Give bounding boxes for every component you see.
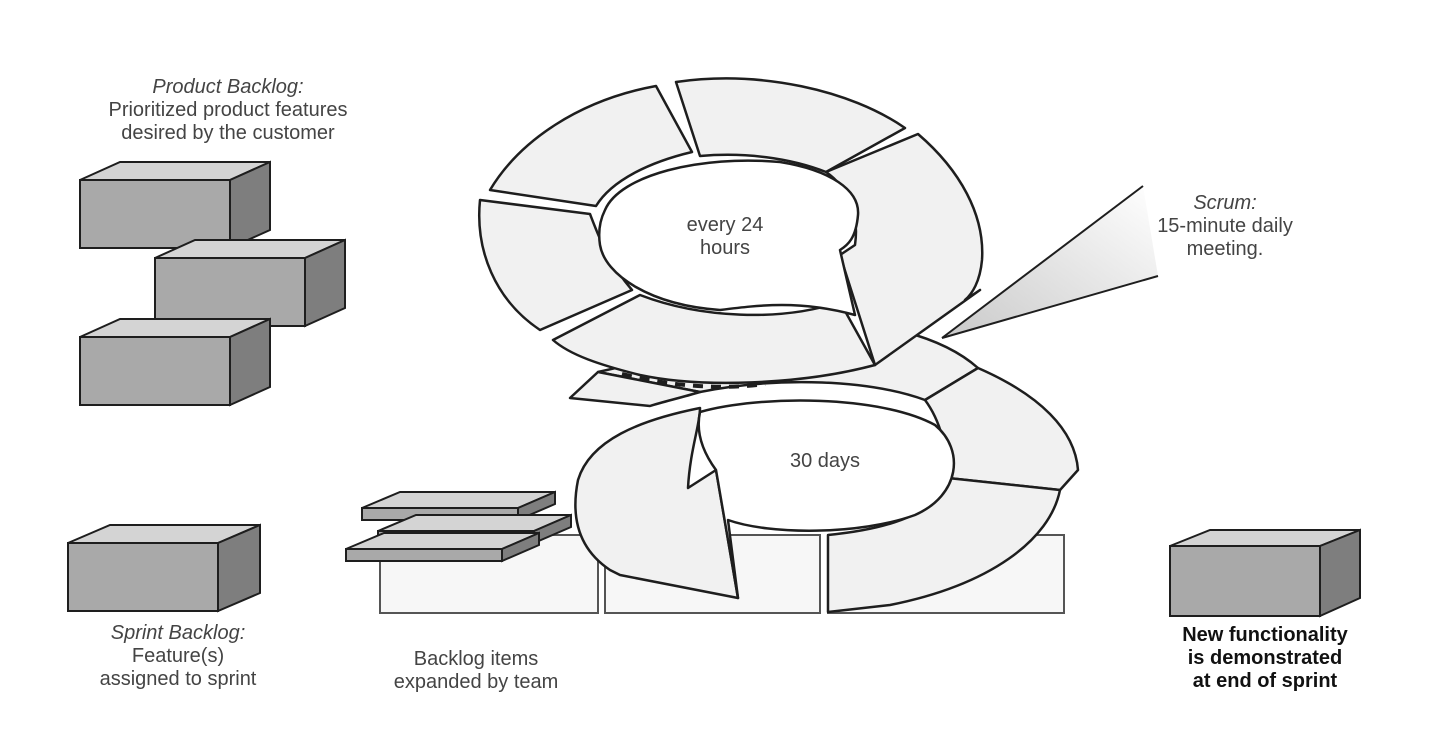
new-functionality-box	[1169, 528, 1361, 618]
product-backlog-box-2	[154, 238, 346, 328]
sprint-backlog-line-1: Feature(s)	[131, 645, 225, 667]
daily-cycle-segment-1	[488, 84, 694, 208]
backlog-item-slab-3	[345, 531, 540, 563]
daily-cycle-segment-5	[551, 293, 877, 385]
new-functionality-line-3: at end of sprint	[1192, 670, 1338, 692]
sprint-cycle-arrow	[574, 406, 740, 600]
sprint-cycle-segment-4	[568, 370, 702, 408]
sprint-cycle-label: 30 days	[760, 450, 890, 473]
scrum-line-2: meeting.	[1186, 238, 1264, 260]
sprint-cycle-center	[697, 399, 956, 600]
daily-cycle-label: every 24 hours	[650, 214, 800, 260]
scrum-callout-pointer	[941, 185, 1159, 339]
product-backlog-line-2: desired by the customer	[121, 122, 335, 144]
daily-cycle-ring	[478, 77, 984, 385]
scrum-title: Scrum:	[1193, 192, 1257, 214]
backlog-items-line-1: Backlog items	[413, 648, 539, 670]
backlog-items-line-2: expanded by team	[393, 671, 559, 693]
product-backlog-box-1	[79, 160, 271, 250]
daily-cycle-line-1: every 24	[686, 214, 764, 236]
new-functionality-line-1: New functionality	[1182, 624, 1348, 646]
product-backlog-label: Product Backlog: Prioritized product fea…	[70, 76, 386, 145]
sprint-backlog-label: Sprint Backlog: Feature(s) assigned to s…	[58, 622, 298, 691]
new-functionality-label: New functionality is demonstrated at end…	[1140, 624, 1390, 693]
daily-cycle-line-2: hours	[699, 237, 751, 259]
scrum-line-1: 15-minute daily	[1157, 215, 1293, 237]
sprint-backlog-line-2: assigned to sprint	[99, 668, 257, 690]
product-backlog-box-3	[79, 317, 271, 407]
new-functionality-line-2: is demonstrated	[1187, 647, 1343, 669]
product-backlog-line-1: Prioritized product features	[108, 99, 348, 121]
cycle-dashed-connector	[621, 372, 766, 389]
sprint-backlog-title: Sprint Backlog:	[110, 622, 246, 644]
backlog-items-label: Backlog items expanded by team	[366, 648, 586, 694]
sprint-cycle-text: 30 days	[789, 450, 861, 472]
daily-cycle-center	[597, 159, 860, 317]
daily-cycle-segment-2	[674, 77, 907, 174]
product-backlog-title: Product Backlog:	[152, 76, 304, 98]
sprint-backlog-box	[67, 523, 261, 613]
scrum-label: Scrum: 15-minute daily meeting.	[1120, 192, 1330, 261]
